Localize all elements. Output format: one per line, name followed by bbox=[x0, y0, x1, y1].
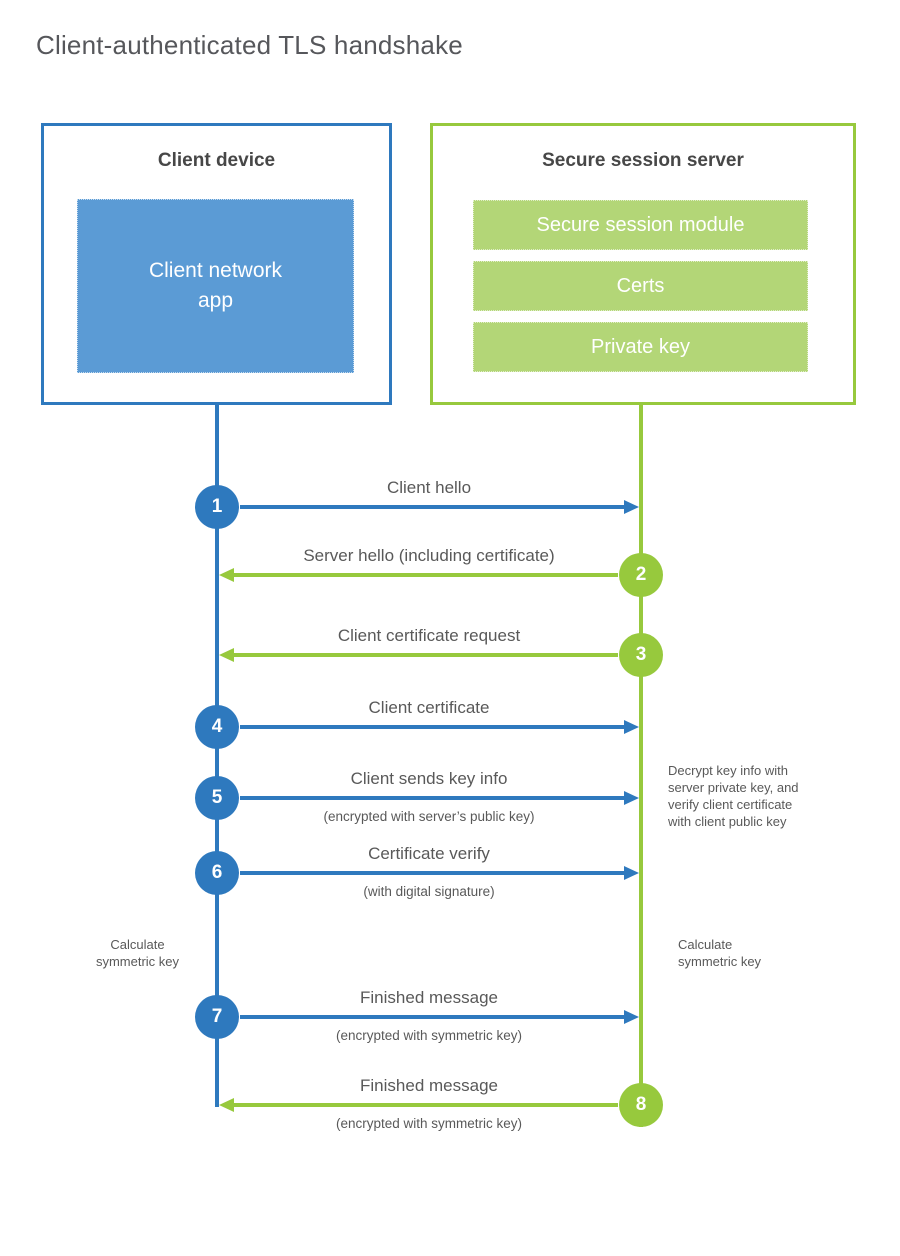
message-label-3: Client certificate request bbox=[337, 626, 521, 645]
page-title: Client-authenticated TLS handshake bbox=[36, 30, 463, 60]
message-label-5: Client sends key info bbox=[350, 769, 508, 788]
message-sub-6: (with digital signature) bbox=[363, 884, 495, 899]
server-calculate-symmetric-key-note: Calculate symmetric key bbox=[678, 937, 762, 969]
step-6-number: 6 bbox=[211, 862, 223, 883]
arrow-8-shaft bbox=[234, 1103, 618, 1107]
client-lifeline bbox=[215, 404, 219, 1107]
arrow-6-head-right-icon bbox=[624, 866, 639, 880]
arrow-7-shaft bbox=[240, 1015, 624, 1019]
step-1-number: 1 bbox=[211, 496, 223, 517]
server-module-certs: Certs bbox=[473, 261, 808, 311]
server-decrypt-note: Decrypt key info with server private key… bbox=[668, 763, 799, 829]
step-4-badge: 4 bbox=[195, 705, 239, 749]
arrow-2-head-left-icon bbox=[219, 568, 234, 582]
step-3-number: 3 bbox=[635, 644, 647, 665]
message-label-1: Client hello bbox=[386, 478, 472, 497]
arrow-2-shaft bbox=[234, 573, 618, 577]
message-sub-8: (encrypted with symmetric key) bbox=[335, 1116, 523, 1131]
step-1-badge: 1 bbox=[195, 485, 239, 529]
server-module-private-key: Private key bbox=[473, 322, 808, 372]
step-8-number: 8 bbox=[635, 1094, 647, 1115]
client-calculate-symmetric-key-note: Calculate symmetric key bbox=[95, 937, 180, 969]
secure-session-server-title: Secure session server bbox=[542, 150, 744, 171]
arrow-4-head-right-icon bbox=[624, 720, 639, 734]
step-2-number: 2 bbox=[635, 564, 647, 585]
arrow-6-shaft bbox=[240, 871, 624, 875]
server-module-secure-session: Secure session module bbox=[473, 200, 808, 250]
arrow-4-shaft bbox=[240, 725, 624, 729]
arrow-1-head-right-icon bbox=[624, 500, 639, 514]
arrow-5-head-right-icon bbox=[624, 791, 639, 805]
arrow-1-shaft bbox=[240, 505, 624, 509]
step-8-badge: 8 bbox=[619, 1083, 663, 1127]
message-sub-5: (encrypted with server’s public key) bbox=[323, 809, 535, 824]
step-4-number: 4 bbox=[211, 716, 223, 737]
message-label-4: Client certificate bbox=[368, 698, 490, 717]
step-6-badge: 6 bbox=[195, 851, 239, 895]
message-sub-7: (encrypted with symmetric key) bbox=[335, 1028, 523, 1043]
step-5-badge: 5 bbox=[195, 776, 239, 820]
client-network-app-box: Client network app bbox=[77, 199, 354, 373]
step-2-badge: 2 bbox=[619, 553, 663, 597]
arrow-3-head-left-icon bbox=[219, 648, 234, 662]
step-7-number: 7 bbox=[211, 1006, 223, 1027]
message-label-8: Finished message bbox=[360, 1076, 498, 1095]
arrow-3-shaft bbox=[234, 653, 618, 657]
arrow-8-head-left-icon bbox=[219, 1098, 234, 1112]
arrow-5-shaft bbox=[240, 796, 624, 800]
step-3-badge: 3 bbox=[619, 633, 663, 677]
message-label-7: Finished message bbox=[360, 988, 498, 1007]
message-label-2: Server hello (including certificate) bbox=[303, 546, 555, 565]
server-lifeline bbox=[639, 404, 643, 1127]
step-7-badge: 7 bbox=[195, 995, 239, 1039]
message-label-6: Certificate verify bbox=[368, 844, 490, 863]
step-5-number: 5 bbox=[211, 787, 223, 808]
client-device-title: Client device bbox=[157, 150, 276, 171]
arrow-7-head-right-icon bbox=[624, 1010, 639, 1024]
